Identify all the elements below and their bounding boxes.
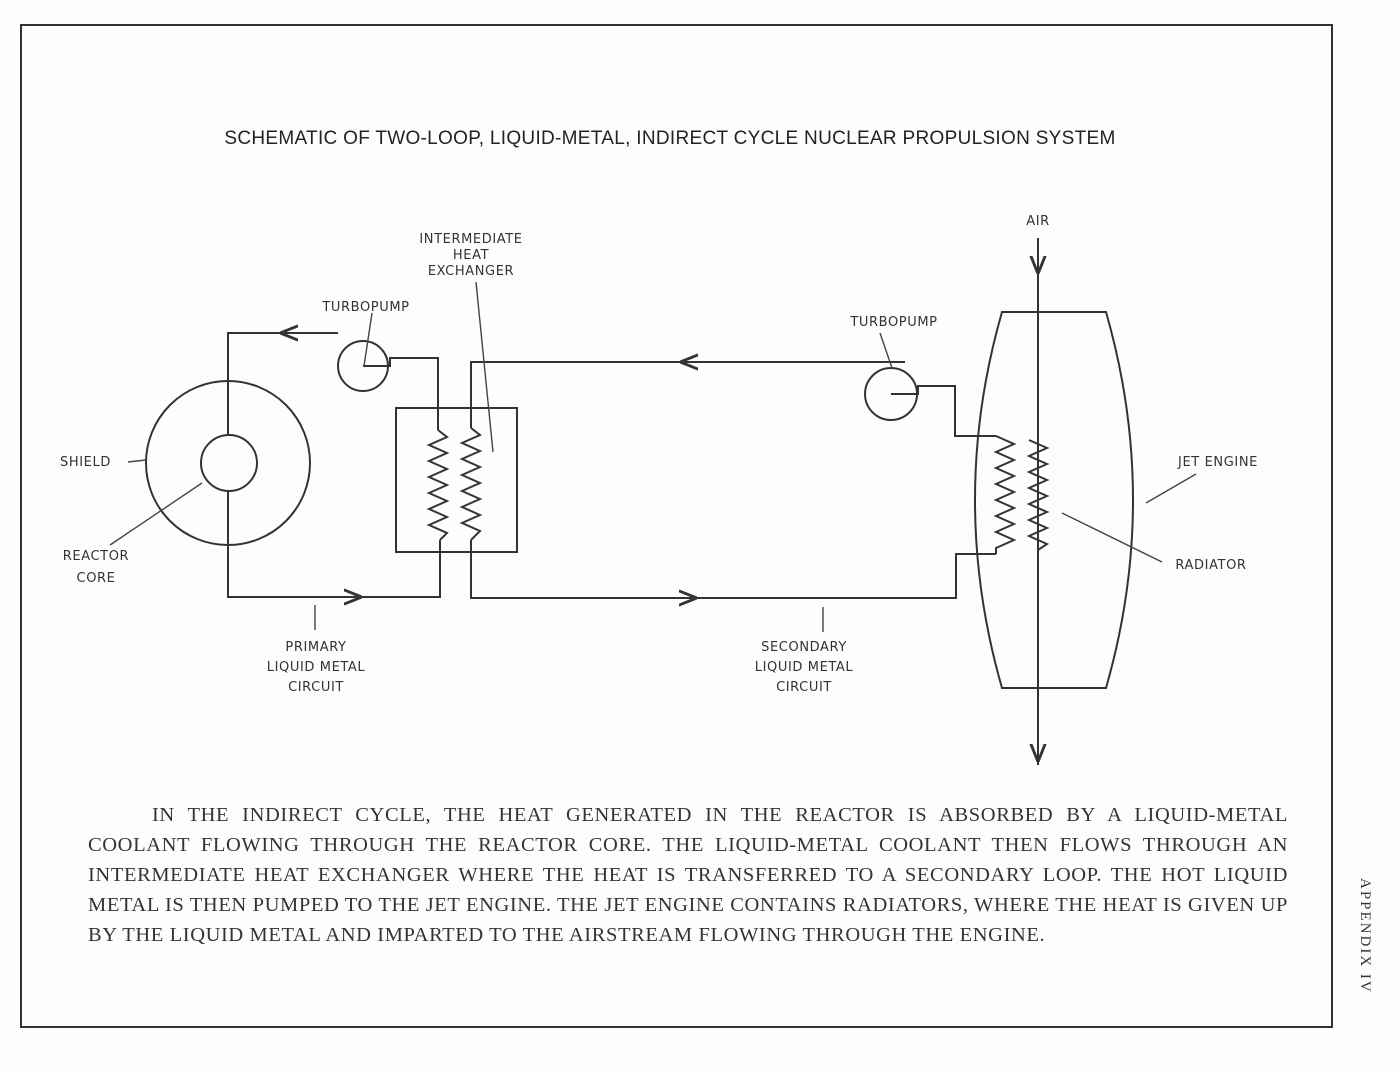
appendix-side-label: APPENDIX IV (1357, 878, 1373, 994)
secondary-turbopump-leader (879, 332, 893, 369)
secondary-coil (459, 427, 483, 541)
reactor-core-circle (200, 434, 258, 492)
secondary-loop-bottom (470, 540, 996, 599)
shield-label: SHIELD (60, 455, 111, 470)
heat-exchanger-label: INTERMEDIATE HEAT EXCHANGER (419, 232, 523, 279)
radiator-coil-left (993, 435, 1017, 554)
radiator-label: RADIATOR (1175, 558, 1247, 573)
jet-engine-outline (974, 311, 1134, 689)
primary-coil (426, 429, 450, 541)
secondary-circuit-label: SECONDARY LIQUID METAL CIRCUIT (754, 640, 854, 695)
secondary-turbopump-label: TURBOPUMP (850, 315, 938, 330)
secondary-loop-top (470, 361, 905, 428)
primary-loop-pump-out (363, 357, 439, 430)
radiator-leader (1061, 512, 1163, 563)
jet-engine-label: JET ENGINE (1178, 455, 1258, 470)
primary-turbopump-leader (363, 312, 373, 367)
caption-paragraph: IN THE INDIRECT CYCLE, THE HEAT GENERATE… (88, 800, 1288, 950)
primary-circuit-label: PRIMARY LIQUID METAL CIRCUIT (266, 640, 366, 695)
primary-loop-top (227, 332, 338, 435)
caption-text: IN THE INDIRECT CYCLE, THE HEAT GENERATE… (88, 804, 1288, 946)
primary-turbopump-label: TURBOPUMP (322, 300, 410, 315)
page-border (20, 24, 1333, 1028)
diagram-title: SCHEMATIC OF TWO-LOOP, LIQUID-METAL, IND… (224, 128, 1116, 149)
jet-engine-leader (1145, 473, 1197, 504)
reactor-core-label: REACTOR CORE (62, 549, 130, 586)
shield-leader (127, 459, 147, 463)
air-label: AIR (1026, 214, 1050, 229)
heat-exchanger-leader (475, 281, 494, 453)
radiator-coil-right (1026, 439, 1050, 551)
primary-loop-bottom (227, 491, 441, 598)
heat-exchanger-box (395, 407, 518, 553)
reactor-core-leader (109, 482, 203, 546)
secondary-loop-pump-out (891, 385, 996, 437)
